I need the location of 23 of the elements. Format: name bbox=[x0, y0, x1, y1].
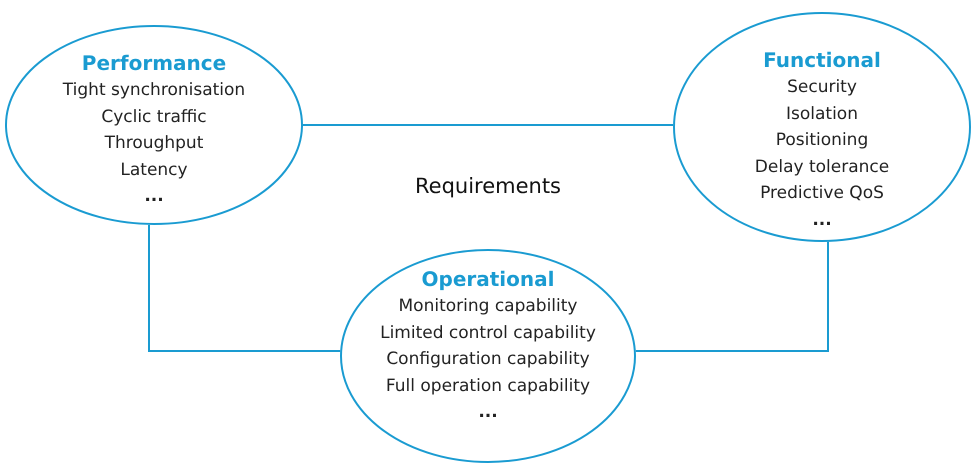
requirement-item: ... bbox=[478, 401, 498, 424]
requirement-item: Monitoring capability bbox=[398, 295, 578, 318]
requirement-item: Positioning bbox=[776, 129, 868, 152]
category-heading: Functional bbox=[763, 47, 881, 74]
requirement-item: Tight synchronisation bbox=[62, 79, 246, 102]
requirement-item: Throughput bbox=[104, 132, 204, 155]
requirement-item: Full operation capability bbox=[386, 374, 590, 398]
requirement-item: Isolation bbox=[786, 102, 858, 126]
diagram-label: Requirements bbox=[415, 174, 561, 198]
requirement-item: Security bbox=[787, 76, 857, 99]
requirement-item: Cyclic traffic bbox=[101, 106, 207, 128]
requirement-item: ... bbox=[144, 185, 164, 208]
requirement-item: Delay tolerance bbox=[754, 156, 890, 178]
requirement-item: Limited control capability bbox=[380, 322, 596, 344]
connector-line bbox=[303, 124, 674, 126]
connector-line bbox=[148, 224, 340, 352]
requirement-item: Configuration capability bbox=[386, 348, 590, 371]
category-heading: Performance bbox=[82, 50, 226, 77]
connector-line bbox=[636, 242, 829, 352]
requirement-item: ... bbox=[812, 208, 832, 232]
requirement-item: Predictive QoS bbox=[760, 182, 884, 205]
requirement-item: Latency bbox=[120, 158, 188, 182]
category-heading: Operational bbox=[422, 266, 554, 293]
